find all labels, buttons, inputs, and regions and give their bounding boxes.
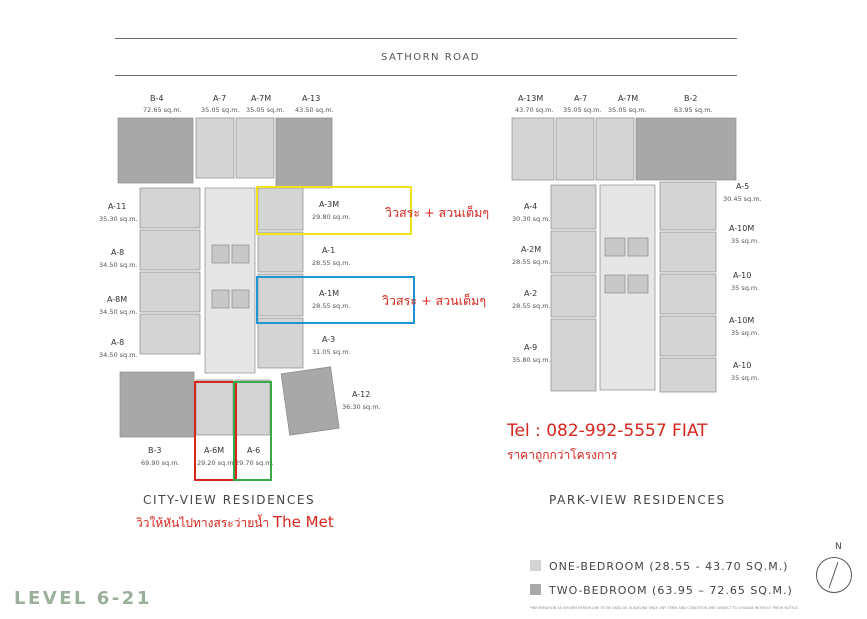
park-unit-code: A-9 [524,343,538,352]
park-unit-area: 30.45 sq.m. [723,195,762,203]
city-unit-code: A-8M [107,295,128,304]
view-note-pool-garden-2: วิวสระ + สวนเต็มๆ [382,293,487,308]
legend-one-bedroom-label: ONE-BEDROOM (28.55 - 43.70 SQ.M.) [549,560,789,573]
city-unit-area: 69.90 sq.m. [141,459,180,467]
park-unit-area: 35 sq.m. [731,329,760,337]
park-unit-area: 43.70 sq.m. [515,106,554,114]
legend-swatch-two-bedroom [530,584,541,595]
legend-two-bedroom-label: TWO-BEDROOM (63.95 – 72.65 SQ.M.) [549,584,793,597]
city-unit-code: B-3 [148,446,162,455]
disclaimer: *INFORMATION AS SHOWN HEREIN ARE TO BE U… [530,606,799,610]
city-unit-code: A-1 [322,246,336,255]
park-unit-area: 63.95 sq.m. [674,106,713,114]
road-line-top [115,38,737,39]
park-unit-code: A-2 [524,289,538,298]
highlight-box-red [194,381,237,481]
city-unit-code: A-7 [213,94,227,103]
park-unit-area: 30.30 sq.m. [512,215,551,223]
city-unit-area: 34.50 sq.m. [99,351,138,359]
city-unit-code: A-6M [204,446,225,455]
city-view-title: CITY-VIEW RESIDENCES [143,493,316,507]
caption-pool-view-thai: วิวให้หันไปทางสระว่ายน้ำ [136,516,270,530]
legend-two-bedroom: TWO-BEDROOM (63.95 – 72.65 SQ.M.) [530,584,793,597]
park-unit-area: 35.05 sq.m. [608,106,647,114]
park-unit-area: 28.55 sq.m. [512,258,551,266]
road-line-bottom [115,75,737,76]
contact-phone: Tel : 082-992-5557 FIAT [507,421,708,441]
city-unit-code: A-11 [108,202,127,211]
park-unit-code: B-2 [684,94,698,103]
city-unit-area: 29.20 sq.m. [197,459,236,467]
city-unit-area: 35.05 sq.m. [246,106,285,114]
park-unit-code: A-5 [736,182,750,191]
park-unit-area: 35 sq.m. [731,374,760,382]
city-unit-area: 36.30 sq.m. [342,403,381,411]
park-unit-area: 35 sq.m. [731,284,760,292]
city-unit-code: A-13 [302,94,321,103]
level-label: LEVEL 6-21 [14,588,152,609]
park-unit-code: A-10M [729,224,755,233]
price-note: ราคาถูกกว่าโครงการ [507,448,618,462]
caption-pool-view-en: The Met [273,513,334,531]
city-unit-area: 28.55 sq.m. [312,259,351,267]
park-unit-code: A-7M [618,94,639,103]
legend-one-bedroom: ONE-BEDROOM (28.55 - 43.70 SQ.M.) [530,560,788,573]
city-unit-area: 35.05 sq.m. [201,106,240,114]
highlight-box-yellow [256,186,412,235]
city-unit-code: A-3 [322,335,336,344]
park-unit-code: A-10 [733,271,752,280]
city-unit-area: 29.80 sq.m. [312,213,351,221]
park-unit-area: 35 sq.m. [731,237,760,245]
park-unit-area: 28.55 sq.m. [512,302,551,310]
city-unit-code: A-8 [111,338,125,347]
city-unit-area: 31.05 sq.m. [312,348,351,356]
city-unit-code: A-12 [352,390,371,399]
city-unit-area: 34.50 sq.m. [99,261,138,269]
city-unit-area: 28.55 sq.m. [312,302,351,310]
park-unit-code: A-10M [729,316,755,325]
city-unit-area: 35.30 sq.m. [99,215,138,223]
north-label: N [835,542,842,552]
north-arrow-icon [828,561,839,589]
park-unit-code: A-4 [524,202,538,211]
city-view-building [117,117,340,438]
road-label: SATHORN ROAD [381,52,480,63]
park-unit-area: 35.05 sq.m. [563,106,602,114]
legend-swatch-one-bedroom [530,560,541,571]
park-unit-code: A-7 [574,94,588,103]
city-unit-code: A-6 [247,446,261,455]
park-unit-code: A-2M [521,245,542,254]
city-unit-code: B-4 [150,94,164,103]
city-unit-code: A-8 [111,248,125,257]
city-unit-code: A-3M [319,200,340,209]
park-view-building [511,117,737,393]
park-view-title: PARK-VIEW RESIDENCES [549,493,726,507]
city-unit-area: 34.50 sq.m. [99,308,138,316]
city-unit-area: 29.70 sq.m. [235,459,274,467]
compass-icon [816,557,852,593]
city-unit-area: 43.50 sq.m. [295,106,334,114]
park-unit-area: 35.80 sq.m. [512,356,551,364]
caption-pool-view: วิวให้หันไปทางสระว่ายน้ำ The Met [136,513,334,533]
view-note-pool-garden-1: วิวสระ + สวนเต็มๆ [385,205,490,220]
highlight-box-blue [256,276,415,324]
city-unit-code: A-1M [319,289,340,298]
park-unit-code: A-10 [733,361,752,370]
city-unit-area: 72.65 sq.m. [143,106,182,114]
highlight-box-green [233,381,272,481]
park-unit-code: A-13M [518,94,544,103]
city-unit-code: A-7M [251,94,272,103]
